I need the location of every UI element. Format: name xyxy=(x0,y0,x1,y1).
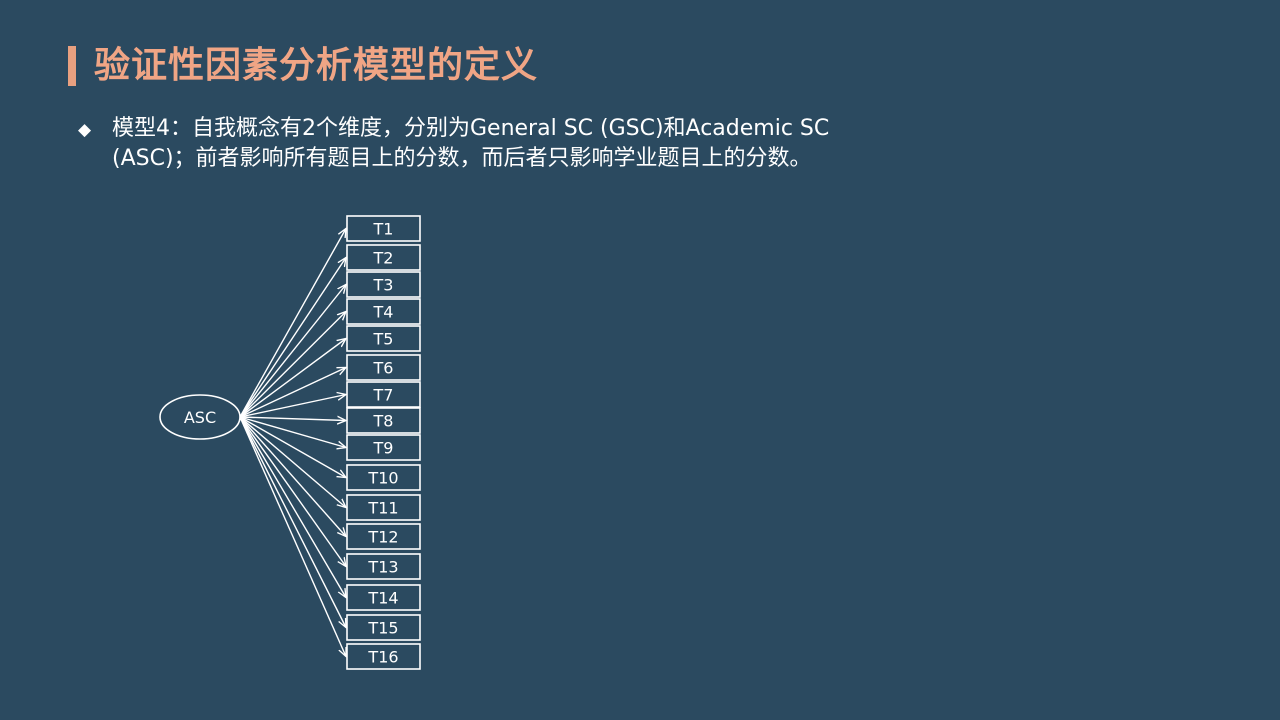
loading-arrow-t15 xyxy=(239,416,346,628)
factor-label-asc: ASC xyxy=(184,408,216,427)
loading-arrow-t5 xyxy=(239,339,346,418)
indicator-box-t7 xyxy=(346,381,421,408)
indicator-box-t4 xyxy=(346,298,421,325)
slide-title: 验证性因素分析模型的定义 xyxy=(94,45,539,86)
indicator-label-t8: T8 xyxy=(373,412,394,431)
indicator-label-t1: T1 xyxy=(373,220,394,239)
indicator-box-t8 xyxy=(346,407,421,434)
indicator-box-t3 xyxy=(346,271,421,298)
loading-arrow-t1 xyxy=(239,229,346,418)
indicator-label-t10: T10 xyxy=(367,469,398,488)
indicator-label-t6: T6 xyxy=(373,359,394,378)
indicator-label-t3: T3 xyxy=(373,276,394,295)
loading-arrow-t14 xyxy=(239,416,346,598)
description-line-1: 模型4：自我概念有2个维度，分别为General SC (GSC)和Academ… xyxy=(112,116,830,141)
title-accent-bar xyxy=(68,46,76,86)
indicator-label-t12: T12 xyxy=(367,528,398,547)
indicator-label-t7: T7 xyxy=(373,386,394,405)
indicator-box-t10 xyxy=(346,464,421,491)
slide-description: 模型4：自我概念有2个维度，分别为General SC (GSC)和Academ… xyxy=(112,114,902,174)
indicator-label-t14: T14 xyxy=(367,589,398,608)
indicator-box-t16 xyxy=(346,643,421,670)
indicator-box-t13 xyxy=(346,553,421,580)
indicator-label-t9: T9 xyxy=(373,439,394,458)
bullet-diamond-icon: ◆ xyxy=(78,120,92,140)
loading-arrow-t11 xyxy=(239,416,346,508)
indicator-label-t16: T16 xyxy=(367,648,398,667)
indicator-box-t1 xyxy=(346,215,421,242)
factor-loading-paths xyxy=(239,229,346,657)
loading-arrow-t9 xyxy=(239,416,346,448)
factor-ellipse-asc xyxy=(159,394,241,440)
loading-arrow-t12 xyxy=(239,416,346,537)
loading-arrow-t16 xyxy=(239,416,346,657)
indicator-box-t14 xyxy=(346,584,421,611)
indicator-label-t11: T11 xyxy=(367,499,398,518)
indicator-label-t2: T2 xyxy=(373,249,394,268)
indicator-box-t12 xyxy=(346,523,421,550)
loading-arrow-t6 xyxy=(239,368,346,418)
indicator-label-t4: T4 xyxy=(373,303,394,322)
indicator-label-t13: T13 xyxy=(367,558,398,577)
indicator-label-t5: T5 xyxy=(373,330,394,349)
indicator-box-t15 xyxy=(346,614,421,641)
loading-arrow-t4 xyxy=(239,312,346,418)
indicator-box-t2 xyxy=(346,244,421,271)
loading-arrow-t8 xyxy=(239,417,346,421)
indicator-box-t11 xyxy=(346,494,421,521)
indicator-box-t6 xyxy=(346,354,421,381)
loading-arrow-t13 xyxy=(239,416,346,567)
description-line-2: (ASC)；前者影响所有题目上的分数，而后者只影响学业题目上的分数。 xyxy=(112,146,812,171)
loading-arrow-t10 xyxy=(239,416,346,478)
indicator-box-t9 xyxy=(346,434,421,461)
loading-arrow-t3 xyxy=(239,285,346,418)
factor-node: ASC xyxy=(159,394,241,440)
loading-arrow-t2 xyxy=(239,258,346,418)
indicator-label-t15: T15 xyxy=(367,619,398,638)
loading-arrow-t7 xyxy=(239,395,346,418)
indicator-box-t5 xyxy=(346,325,421,352)
